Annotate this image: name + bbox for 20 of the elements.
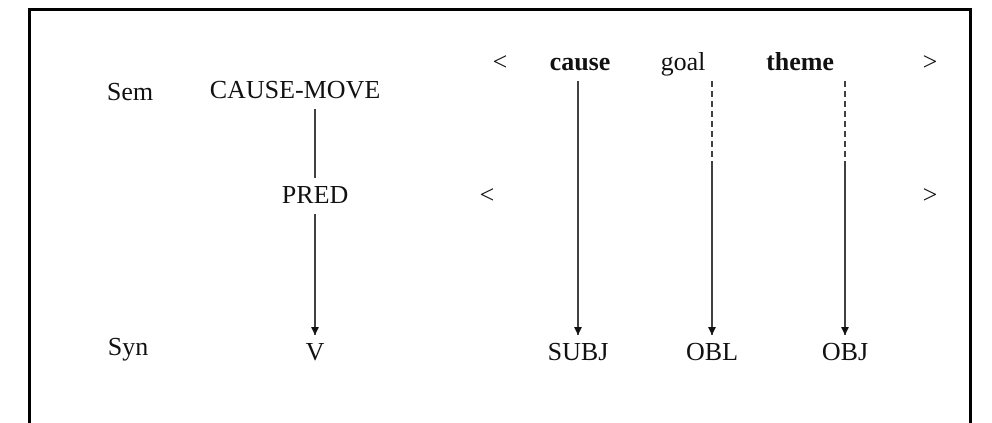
row-label: Sem: [106, 79, 154, 105]
angle-bracket: >: [922, 49, 938, 75]
arrow: [708, 81, 716, 335]
word-label: OBL: [686, 339, 738, 365]
role-label: cause: [550, 49, 610, 75]
word-label: V: [306, 339, 324, 365]
word-label: goal: [660, 49, 706, 75]
role-label: theme: [766, 49, 834, 75]
angle-bracket: <: [480, 182, 494, 208]
angle-bracket: <: [492, 49, 508, 75]
word-label: PRED: [282, 182, 348, 208]
word-label: SUBJ: [548, 339, 608, 365]
word-label: CAUSE-MOVE: [210, 77, 380, 103]
arrow: [574, 81, 582, 335]
row-label: Syn: [108, 334, 148, 360]
arrow: [841, 81, 849, 335]
arrow: [311, 214, 319, 335]
angle-bracket: >: [922, 182, 938, 208]
word-label: OBJ: [822, 339, 868, 365]
link-line: [314, 109, 316, 178]
